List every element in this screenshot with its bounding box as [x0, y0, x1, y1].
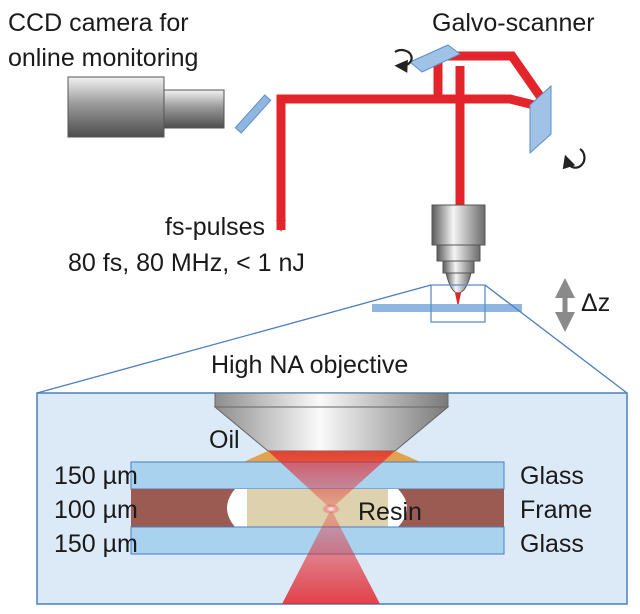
diverging-beam [282, 509, 380, 604]
pulses-label-line2: 80 fs, 80 MHz, < 1 nJ [68, 249, 305, 277]
rotation-arrow-icon [562, 148, 586, 170]
delta-z-label: Δz [581, 289, 610, 317]
rotation-arrow-icon [394, 48, 413, 73]
zoom-line-right [484, 284, 628, 394]
layer-3-thickness: 150 µm [54, 530, 138, 558]
focus-beam [455, 293, 461, 307]
scanner-label: Galvo-scanner [432, 9, 595, 37]
converging-beam [268, 451, 395, 509]
camera-label-line1: CCD camera for [8, 9, 189, 37]
resin-layer [247, 489, 388, 527]
zoom-line-left [36, 284, 432, 394]
zoom-region [430, 284, 486, 323]
layer-2-material: Frame [520, 496, 592, 524]
galvo-mirror-1 [409, 44, 461, 73]
layer-2-thickness: 100 µm [54, 496, 138, 524]
resin-label: Resin [358, 498, 422, 526]
galvo-mirror-2 [529, 84, 552, 155]
laser-beam-path [276, 51, 546, 230]
beam-splitter-mirror [234, 94, 272, 134]
objective-label: High NA objective [211, 351, 408, 379]
objective-lens-icon [431, 204, 486, 294]
high-na-objective-icon [213, 393, 450, 452]
layer-1-material: Glass [520, 462, 584, 490]
camera-label-line2: online monitoring [8, 44, 198, 72]
layer-1-thickness: 150 µm [54, 462, 138, 490]
ccd-camera-icon [67, 76, 225, 138]
focal-spot [322, 504, 340, 514]
sample-stage [372, 304, 522, 312]
pulses-label-line1: fs-pulses [165, 213, 265, 241]
oil-label: Oil [209, 426, 240, 454]
layer-3-material: Glass [520, 530, 584, 558]
beam-entry-tip [276, 220, 286, 232]
